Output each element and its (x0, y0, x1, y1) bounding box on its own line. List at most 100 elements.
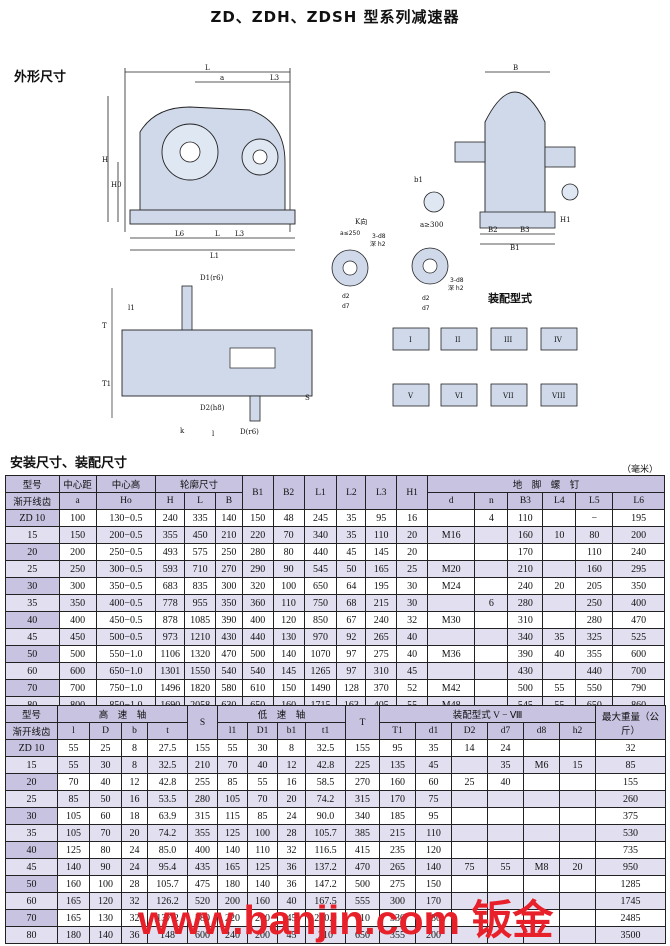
table-cell: 240 (155, 509, 186, 527)
table-cell (559, 739, 597, 757)
table-cell (427, 509, 476, 527)
table-cell: 25 (5, 560, 60, 578)
table-cell: 260 (595, 790, 667, 808)
table-cell: 70 (217, 756, 249, 774)
table-cell (542, 543, 577, 561)
table-cell: 145 (272, 662, 305, 680)
dim-L6: L6 (175, 230, 185, 238)
table-cell: 450 (184, 526, 217, 544)
table-cell: M8 (523, 858, 561, 876)
t1-h-B1: B1 (241, 475, 274, 510)
table-cell: 140 (89, 926, 122, 944)
assembly-types-drawing: I II III IV V VI VII VIII (392, 327, 578, 407)
dim-L3-bottom: L3 (235, 230, 244, 238)
table-cell: 355 (379, 926, 417, 944)
table-header-cell: d7 (342, 303, 350, 310)
table-cell: 165 (217, 858, 249, 876)
table-cell (523, 892, 561, 910)
assembly-type-8: VIII (551, 392, 566, 400)
table-cell: 40 (5, 841, 58, 859)
table-cell: 160 (57, 875, 90, 893)
table-cell: 310 (507, 611, 544, 629)
table-cell: 185 (379, 807, 417, 825)
dim-L-bottom: L (215, 230, 220, 238)
table-cell: 225 (345, 756, 381, 774)
table-cell: 50 (5, 875, 58, 893)
table-cell: 370 (365, 679, 398, 697)
table-cell (523, 739, 561, 757)
table-cell: 500 (58, 645, 97, 663)
table-cell: 70 (57, 773, 90, 791)
table-header-cell: d2 (422, 295, 430, 302)
table-cell: 20 (396, 543, 429, 561)
table-cell: 200 (247, 926, 279, 944)
table-cell: M36 (427, 645, 476, 663)
table-cell: 970 (303, 628, 338, 646)
table-cell: 110 (415, 824, 453, 842)
dim-S: S (305, 394, 310, 402)
table-cell: 700 (58, 679, 97, 697)
table-header-cell: B (215, 492, 243, 510)
table-cell: 973 (155, 628, 186, 646)
front-view-drawing: L a L3 H H0 L6 L L3 L1 (102, 64, 296, 260)
table-cell: 215 (379, 824, 417, 842)
table-cell: 195 (365, 577, 398, 595)
table-cell: 350 (58, 594, 97, 612)
table-cell: 85 (57, 790, 90, 808)
table-header-cell: 深 h2 (448, 284, 464, 292)
table-header-cell: d1 (415, 722, 453, 740)
table-cell: 650 (345, 926, 381, 944)
table-cell: 35 (5, 824, 58, 842)
table-cell: 25 (5, 790, 58, 808)
assembly-type-2: II (455, 336, 461, 344)
table-cell: 210 (187, 756, 219, 774)
table-cell: 1301 (155, 662, 186, 680)
table-cell: 105 (217, 790, 249, 808)
table-cell: 540 (241, 662, 274, 680)
table-cell: 290 (241, 560, 274, 578)
table-cell: 85 (217, 773, 249, 791)
table-cell: 450−0.5 (95, 611, 157, 629)
table-cell: 130 (89, 909, 122, 927)
table-cell: 150 (241, 509, 274, 527)
table-cell (451, 790, 489, 808)
table-cell: 90.0 (305, 807, 347, 825)
table-cell: 220 (241, 526, 274, 544)
table-cell: 150 (272, 679, 305, 697)
table-cell: 165 (57, 892, 90, 910)
table-cell: 58.5 (305, 773, 347, 791)
table-cell (474, 628, 509, 646)
dim-T: T (102, 322, 107, 330)
table-cell: 600 (58, 662, 97, 680)
table-cell: 450 (58, 628, 97, 646)
table-header-cell: L4 (542, 492, 577, 510)
table-cell: 25 (451, 773, 489, 791)
table-cell: 470 (612, 611, 665, 629)
table-cell: 1085 (184, 611, 217, 629)
table-cell: 70 (89, 824, 122, 842)
table-cell: 80 (89, 841, 122, 859)
table-cell: 545 (303, 560, 338, 578)
table-header-cell: B3 (507, 492, 544, 510)
table-cell (427, 543, 476, 561)
table-cell: M20 (427, 560, 476, 578)
table-header-cell: 渐开线齿 (5, 722, 58, 740)
assembly-type-5: V (407, 392, 414, 400)
dim-T1: T1 (102, 380, 111, 388)
table-cell: 325 (575, 628, 614, 646)
table-cell: 155 (187, 739, 219, 757)
table-cell: 95.4 (146, 858, 189, 876)
table-cell: 340 (303, 526, 338, 544)
table-cell: 575 (184, 543, 217, 561)
table-cell: 440 (241, 628, 274, 646)
t1-h-L1: L1 (303, 475, 338, 510)
table-cell: 35 (336, 509, 367, 527)
table-cell: 650−1.0 (95, 662, 157, 680)
page-title: ZD、ZDH、ZDSH 型系列减速器 (210, 8, 460, 26)
table-cell: 40 (487, 773, 525, 791)
table-cell: 32 (121, 892, 148, 910)
table-cell: 167.5 (305, 892, 347, 910)
